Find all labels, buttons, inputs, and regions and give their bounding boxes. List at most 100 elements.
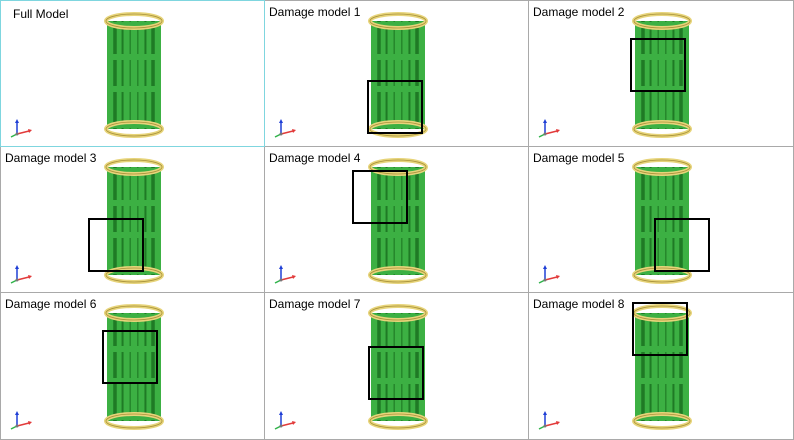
cage-band <box>636 22 688 28</box>
cage-band <box>108 414 160 420</box>
damage-region-box <box>367 80 423 134</box>
cage-strut <box>394 21 402 129</box>
viewport-7[interactable]: Damage model 6 <box>0 292 265 440</box>
cage-strut <box>110 167 114 275</box>
damage-region-box <box>88 218 144 272</box>
cage-strut <box>658 167 666 275</box>
cage-band <box>108 346 160 352</box>
cage-strut <box>418 167 422 275</box>
cage-band <box>108 86 160 92</box>
cage-strut <box>123 313 130 421</box>
cage-band <box>636 122 688 128</box>
cage-strut <box>644 167 650 275</box>
damage-region-box <box>368 346 424 400</box>
cage-model <box>368 12 428 138</box>
cage-edge <box>421 167 425 275</box>
model-canvas <box>538 302 692 430</box>
top-ring-edge <box>369 305 427 321</box>
model-canvas <box>10 304 164 430</box>
cage-strut <box>130 313 138 421</box>
cage-band <box>636 54 688 60</box>
cage-edge <box>371 21 375 129</box>
cage-strut <box>658 313 666 421</box>
cage-edge <box>421 21 425 129</box>
viewport-title: Full Model <box>13 7 69 21</box>
top-ring-edge <box>105 159 163 175</box>
cage-edge <box>685 21 689 129</box>
cage-band <box>108 200 160 206</box>
bottom-ring-edge <box>105 267 163 283</box>
viewport-5[interactable]: Damage model 4 <box>264 146 529 293</box>
cage-strut <box>674 167 680 275</box>
cage-strut <box>638 313 642 421</box>
viewport-8[interactable]: Damage model 7 <box>264 292 529 440</box>
cage-edge <box>157 167 161 275</box>
cage-strut <box>374 313 378 421</box>
cage-band <box>372 346 424 352</box>
cage-band <box>108 122 160 128</box>
damage-region-box <box>352 170 408 224</box>
cage-band <box>636 168 688 174</box>
cage-strut <box>410 167 416 275</box>
top-ring-edge <box>369 13 427 29</box>
viewport-title: Damage model 2 <box>533 5 625 19</box>
cage-strut <box>130 21 138 129</box>
viewport-4[interactable]: Damage model 3 <box>0 146 265 293</box>
cage-band <box>372 268 424 274</box>
model-canvas <box>538 158 710 284</box>
cage-model <box>104 12 164 138</box>
cage-edge <box>371 313 375 421</box>
cage-model <box>368 304 428 430</box>
cage-model <box>368 158 428 284</box>
xyz-axis-triad-icon <box>10 411 32 430</box>
cage-strut <box>138 21 145 129</box>
cage-strut <box>380 313 386 421</box>
viewport-2[interactable]: Damage model 1 <box>264 0 529 147</box>
viewport-title: Damage model 3 <box>5 151 97 165</box>
bottom-ring-edge <box>633 121 691 137</box>
bottom-ring-edge <box>105 413 163 429</box>
cage-band <box>636 232 688 238</box>
viewport-6[interactable]: Damage model 5 <box>528 146 794 293</box>
cage-strut <box>146 167 152 275</box>
top-ring-edge <box>105 305 163 321</box>
cage-strut <box>146 21 152 129</box>
viewport-1[interactable]: Full Model <box>0 0 265 147</box>
cage-band <box>636 86 688 92</box>
xyz-axis-triad-icon <box>538 265 560 284</box>
viewport-title: Damage model 1 <box>269 5 361 19</box>
cage-strut <box>394 313 402 421</box>
top-ring-edge <box>633 13 691 29</box>
cage-strut <box>387 313 394 421</box>
xyz-axis-triad-icon <box>10 265 32 284</box>
top-ring-edge <box>633 159 691 175</box>
cage-edge <box>685 313 689 421</box>
cage-strut <box>154 167 158 275</box>
cage-band <box>372 22 424 28</box>
cage-strut <box>658 21 666 129</box>
cage-edge <box>635 167 639 275</box>
cage-edge <box>635 313 639 421</box>
cage-strut <box>146 313 152 421</box>
cage-strut <box>402 313 409 421</box>
cage-strut <box>644 21 650 129</box>
bottom-ring-edge <box>369 267 427 283</box>
viewport-3[interactable]: Damage model 2 <box>528 0 794 147</box>
cage-strut <box>138 167 145 275</box>
bottom-ring-edge <box>633 413 691 429</box>
cage-band <box>636 414 688 420</box>
cage-edge <box>371 167 375 275</box>
viewport-9[interactable]: Damage model 8 <box>528 292 794 440</box>
cage-edge <box>157 313 161 421</box>
viewport-title: Damage model 8 <box>533 297 625 311</box>
cage-strut <box>154 21 158 129</box>
cage-strut <box>410 21 416 129</box>
cage-strut <box>682 313 686 421</box>
cage-band <box>372 86 424 92</box>
cage-edge <box>107 167 111 275</box>
cage-strut <box>116 167 122 275</box>
cage-edge <box>157 21 161 129</box>
cage-band <box>108 168 160 174</box>
cage-strut <box>418 313 422 421</box>
